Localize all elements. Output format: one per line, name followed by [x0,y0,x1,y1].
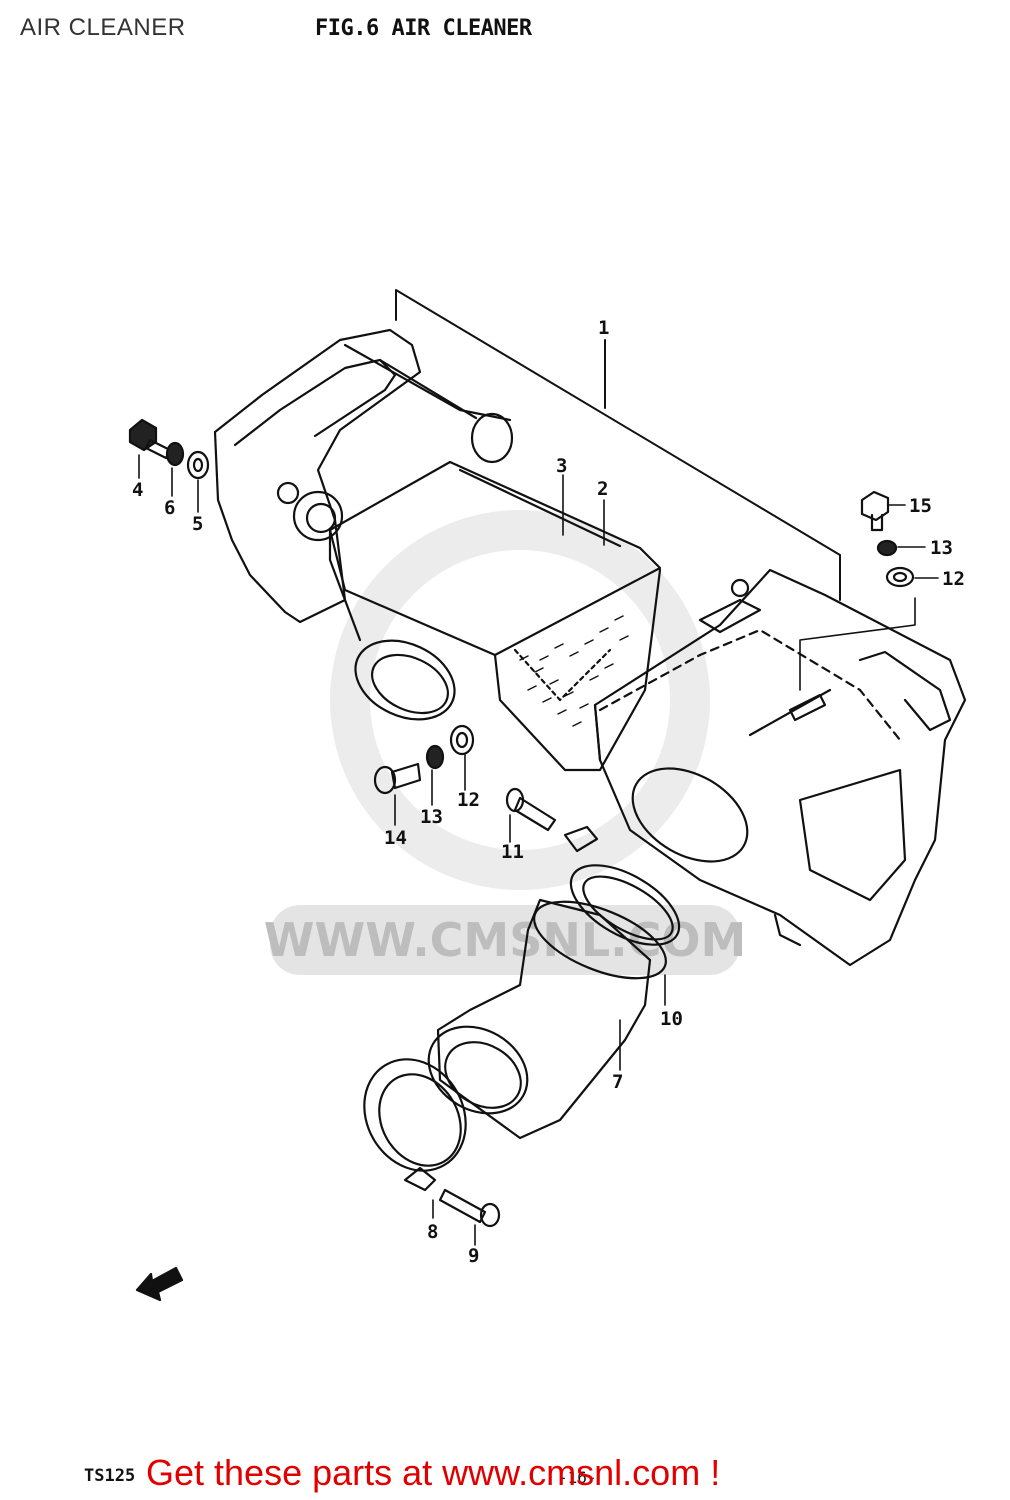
page-title: AIR CLEANER [20,14,186,41]
callout-13-right: 13 [930,537,953,559]
callout-7: 7 [612,1071,623,1093]
air-cleaner-case [593,568,967,967]
washer-12-right [885,566,915,588]
assembly-bracket [395,289,841,601]
watermark-logo: WWW.CMSNL.COM [264,510,746,975]
callout-3: 3 [556,455,567,477]
bolt-15 [860,490,890,532]
bolt-9 [438,1188,501,1228]
clamp-ring-upper [563,825,681,946]
get-parts-link[interactable]: Get these parts at www.cmsnl.com ! [146,1452,721,1493]
callout-10: 10 [660,1008,683,1030]
bolt-14 [373,762,422,795]
callout-6: 6 [164,497,175,519]
air-cleaner-element [328,460,662,772]
washer-13-right [876,539,898,557]
callout-11: 11 [501,841,524,863]
intake-pipe [427,898,667,1140]
callout-5: 5 [192,513,203,535]
callout-8: 8 [427,1221,438,1243]
callout-1: 1 [598,317,609,339]
bolt-11 [505,787,557,832]
clamp-ring [363,1058,467,1192]
callout-9: 9 [468,1245,479,1267]
leader-lines [138,454,939,1246]
element-inlet-ring [354,639,456,721]
figure-title: FIG.6 AIR CLEANER [315,16,532,41]
callout-13-left: 13 [420,806,443,828]
washer-12-left [449,724,475,756]
bolt-4 [128,418,172,460]
washer-6 [165,441,185,467]
page-number: -16- [558,1468,597,1487]
callout-14: 14 [384,827,407,849]
washer-5 [186,450,210,480]
washer-13-left [425,744,445,770]
front-direction-arrow [135,1266,184,1302]
callout-15: 15 [909,495,932,517]
callout-labels: 1 2 3 4 5 6 7 8 9 10 11 12 12 13 13 14 1… [132,317,965,1267]
model-code: TS125 [84,1466,136,1486]
element-mesh [519,615,629,727]
callout-2: 2 [597,478,608,500]
air-cleaner-cap [213,328,514,624]
callout-12-right: 12 [942,568,965,590]
callout-4: 4 [132,479,143,501]
callout-12-left: 12 [457,789,480,811]
